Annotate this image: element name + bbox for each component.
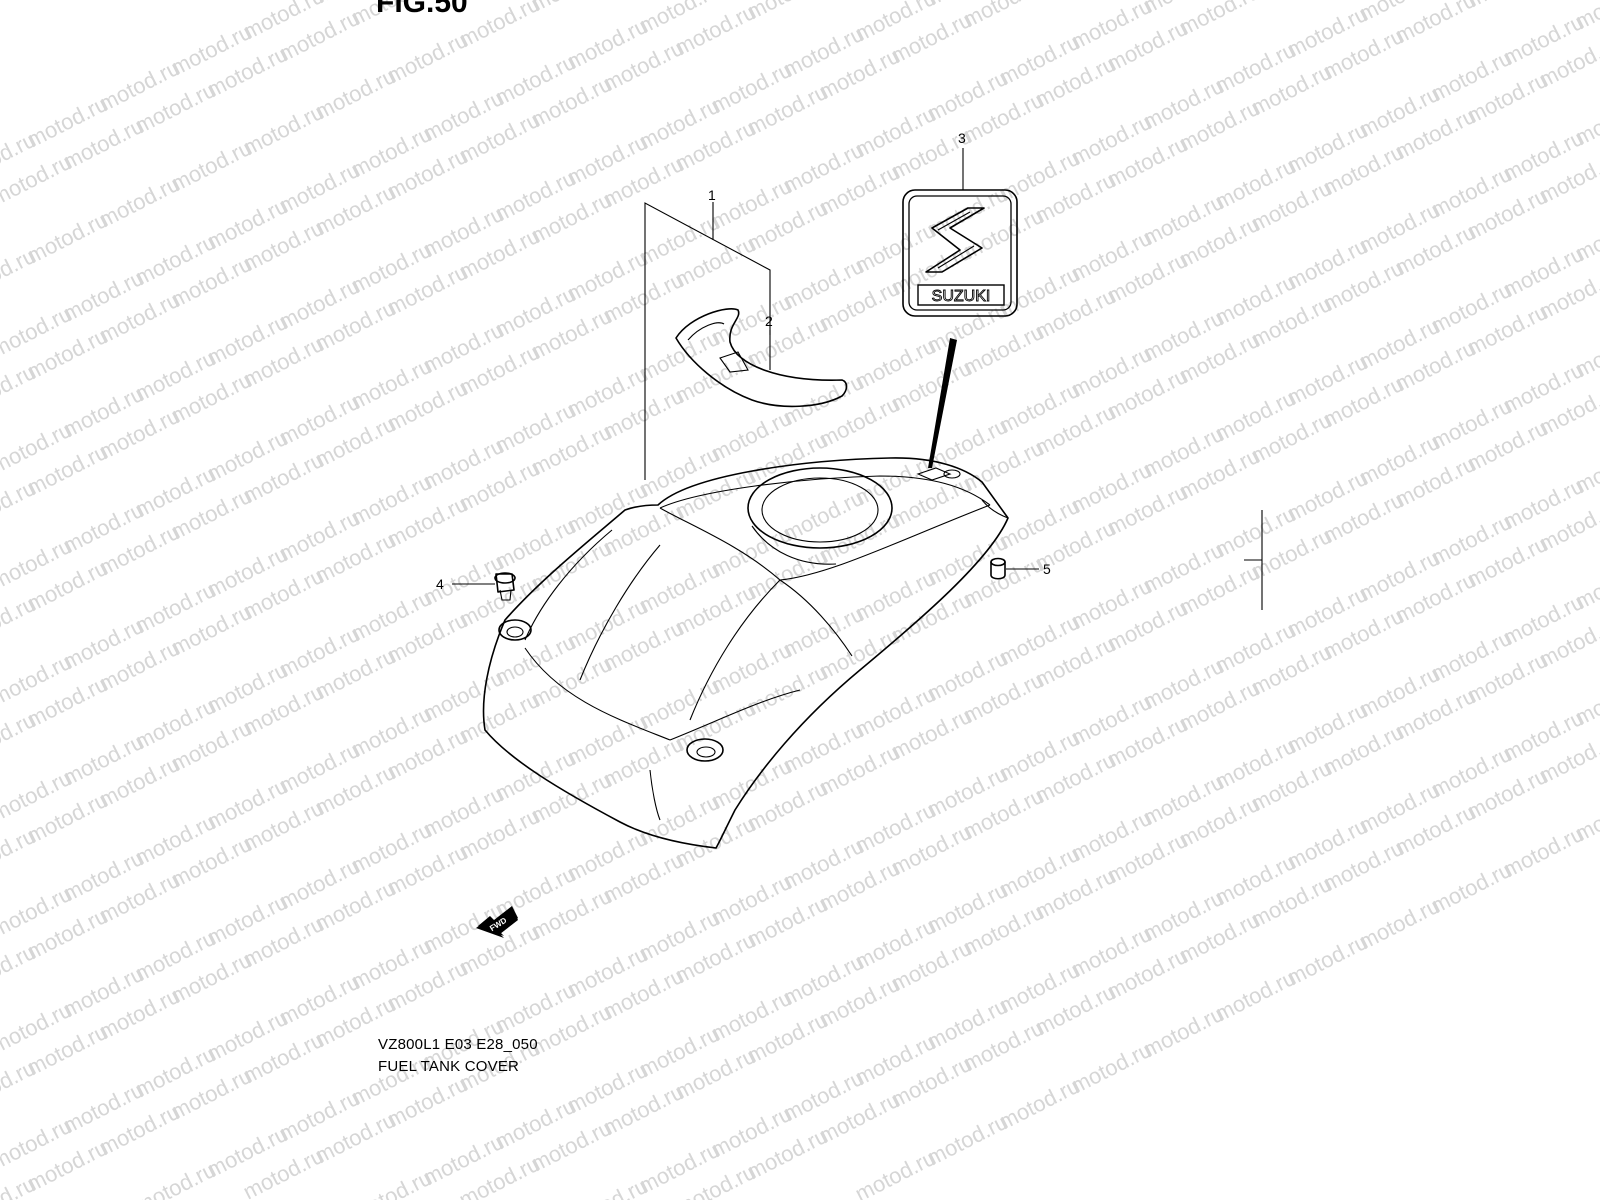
- fwd-arrow-icon: FWD: [476, 906, 518, 938]
- grommet-part[interactable]: [990, 557, 1006, 580]
- bolt-part[interactable]: [494, 572, 516, 601]
- callout-5[interactable]: 5: [1043, 561, 1051, 577]
- figure-label: FIG.50: [376, 0, 468, 19]
- callout-3[interactable]: 3: [958, 130, 966, 146]
- callout-4[interactable]: 4: [436, 576, 444, 592]
- callout-1-bracket: [644, 202, 771, 480]
- callout-1[interactable]: 1: [708, 187, 716, 203]
- emblem-pointer: [928, 338, 957, 468]
- fuel-tank-cover-part[interactable]: [482, 457, 1009, 849]
- knee-pad-part[interactable]: [675, 308, 848, 408]
- emblem-part[interactable]: SUZUKI: [902, 189, 1018, 317]
- suzuki-s-logo-icon: [925, 207, 985, 273]
- figure-title-caption: FUEL TANK COVER: [378, 1058, 520, 1075]
- callout-2[interactable]: 2: [765, 313, 773, 329]
- model-code-caption: VZ800L1 E03 E28_050: [378, 1036, 538, 1053]
- margin-marks: [1244, 510, 1263, 610]
- emblem-brand-text: SUZUKI: [932, 288, 991, 305]
